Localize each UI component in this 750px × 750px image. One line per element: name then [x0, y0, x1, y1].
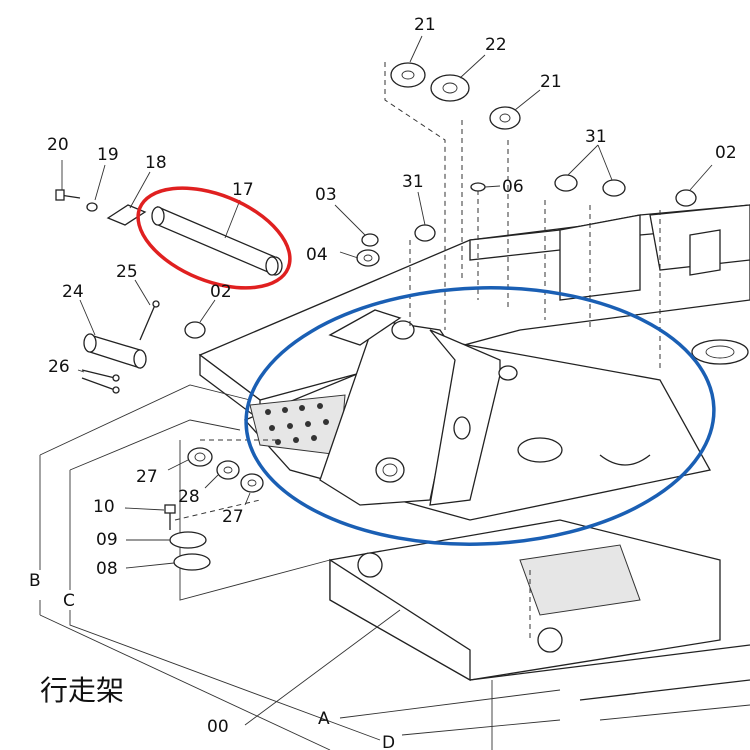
perforated-plate — [249, 394, 346, 456]
skirt-hole-right — [537, 627, 563, 653]
label-17: 17 — [232, 180, 254, 200]
label-21-top: 21 — [414, 15, 436, 35]
label-00: 00 — [207, 717, 229, 737]
leader-a — [339, 689, 561, 719]
fitting-06 — [470, 182, 486, 192]
label-d: D — [382, 733, 395, 750]
outline-b-bottom — [39, 614, 331, 750]
label-10: 10 — [93, 497, 115, 517]
washer-27-right — [240, 473, 264, 493]
bracket-pin-hole-mid — [453, 416, 471, 440]
skirt-hole-left — [357, 552, 383, 578]
label-24: 24 — [62, 282, 84, 302]
label-26: 26 — [48, 357, 70, 377]
label-31-right: 31 — [585, 127, 607, 147]
frame-bracket — [689, 229, 721, 276]
frame-cross-member — [559, 214, 641, 301]
small-parts — [55, 62, 697, 571]
bracket-top-lug — [328, 309, 402, 346]
label-27-left: 27 — [136, 467, 158, 487]
bushing-31-left — [414, 224, 436, 242]
seal-02-left — [184, 321, 206, 339]
outline-b-top — [39, 384, 251, 456]
highlight-circle-blue — [244, 286, 716, 546]
label-02-right: 02 — [715, 143, 737, 163]
bolt-20-head — [55, 189, 65, 201]
swivel-ring — [691, 339, 749, 365]
perforation-holes — [265, 403, 329, 445]
bushing-31-mid — [554, 174, 578, 192]
bracket-pin-hole-low-inner — [382, 463, 398, 477]
outline-c-top — [69, 419, 241, 471]
bracket-pin-hole-low — [375, 457, 405, 483]
plate-18 — [106, 204, 147, 226]
washer-28 — [216, 460, 240, 480]
pin-17-end — [151, 206, 165, 226]
bracket-pin-hole-top — [391, 320, 415, 340]
outline-inner — [179, 440, 331, 601]
bolt-25 — [139, 304, 156, 341]
label-a: A — [318, 709, 330, 729]
label-20: 20 — [47, 135, 69, 155]
label-31-left: 31 — [402, 172, 424, 192]
label-09: 09 — [96, 530, 118, 550]
part-labels: 21 22 21 20 19 18 17 03 31 06 31 02 04 2… — [29, 15, 737, 750]
shim-08 — [173, 553, 211, 571]
boundary-lines — [39, 62, 661, 750]
washer-21-top — [390, 62, 426, 88]
washer-22 — [430, 74, 470, 102]
deck-arc-cutout — [599, 454, 651, 466]
skirt-panel — [519, 544, 641, 616]
leader-00 — [244, 609, 401, 726]
pin-17 — [157, 206, 283, 276]
label-22: 22 — [485, 35, 507, 55]
bushing-31-right — [602, 179, 626, 197]
label-18: 18 — [145, 153, 167, 173]
label-25: 25 — [116, 262, 138, 282]
leader-d — [401, 719, 561, 736]
shim-09 — [169, 531, 207, 549]
washer-27-left — [187, 447, 213, 467]
label-08: 08 — [96, 559, 118, 579]
seal-04 — [356, 249, 380, 267]
label-28: 28 — [178, 487, 200, 507]
label-leaders — [61, 35, 713, 569]
label-04: 04 — [306, 245, 328, 265]
pin-24-body — [89, 334, 141, 369]
pin-17-tip — [265, 256, 279, 276]
bottom-rail — [579, 679, 750, 701]
bracket-pin-hole-right — [498, 365, 518, 381]
label-19: 19 — [97, 145, 119, 165]
washer-19 — [86, 202, 98, 212]
pin-26b — [81, 377, 116, 391]
label-02-left: 02 — [210, 282, 232, 302]
bolt-10-head — [164, 504, 176, 514]
label-c: C — [63, 591, 75, 611]
bottom-rail-2 — [599, 704, 750, 721]
diagram-title: 行走架 — [40, 674, 124, 707]
seal-03 — [361, 233, 379, 247]
label-06: 06 — [502, 177, 524, 197]
label-b: B — [29, 571, 41, 591]
washer-21-right — [489, 106, 521, 130]
skirt-bottom-edge — [469, 644, 750, 681]
seal-02-right — [675, 189, 697, 207]
deck-cutout — [517, 437, 563, 463]
label-27-right: 27 — [222, 507, 244, 527]
highlight-circle-red — [136, 186, 292, 290]
swivel-ring-inner — [705, 345, 735, 359]
dash-21 — [384, 62, 446, 330]
pin-26a — [81, 369, 116, 379]
label-03: 03 — [315, 185, 337, 205]
track-frame — [198, 204, 750, 721]
pin-24 — [83, 333, 97, 353]
label-21-right: 21 — [540, 72, 562, 92]
